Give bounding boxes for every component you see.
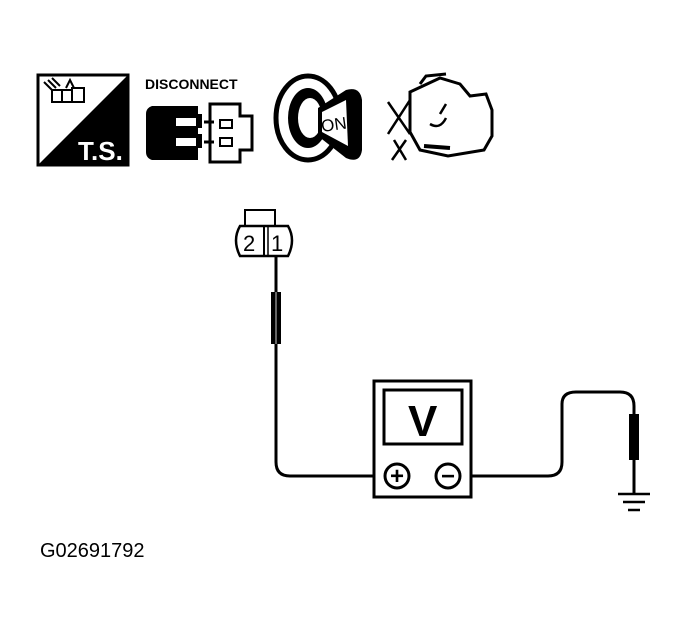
connector-pin-2-label: 2 [243, 231, 255, 256]
ts-connector-sketch-icon [43, 77, 85, 103]
voltmeter: V + − [372, 379, 473, 499]
negative-probe-wire [460, 390, 636, 478]
voltmeter-negative-terminal: − [434, 462, 462, 490]
ignition-on-label: ON [320, 114, 348, 136]
ground-icon [618, 492, 650, 512]
connector-pin-1-label: 1 [271, 231, 283, 256]
negative-probe-tip [629, 414, 639, 460]
voltmeter-positive-terminal: + [383, 462, 411, 490]
voltmeter-display [382, 388, 464, 446]
negative-symbol: − [441, 463, 455, 490]
connector-right-half-icon [208, 102, 254, 164]
engine-off-icon [386, 72, 494, 161]
harness-connector: 2 1 [234, 209, 294, 258]
engine-off-cross-icon [386, 99, 412, 161]
positive-probe-wire [274, 256, 384, 478]
ignition-on-icon: ON [273, 73, 362, 163]
trouble-shooting-icon: T.S. [36, 73, 130, 167]
positive-symbol: + [390, 463, 404, 490]
ts-label: T.S. [78, 136, 123, 166]
figure-id: G02691792 [40, 540, 145, 562]
disconnect-label: DISCONNECT [145, 76, 238, 92]
disconnect-icon: DISCONNECT [145, 76, 254, 164]
connector-left-half-icon [146, 106, 198, 160]
voltmeter-unit-label: V [408, 397, 438, 446]
